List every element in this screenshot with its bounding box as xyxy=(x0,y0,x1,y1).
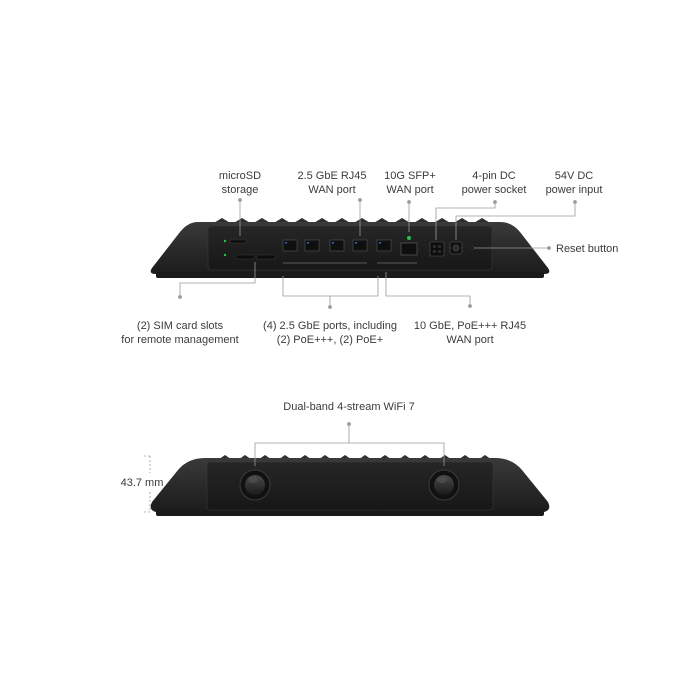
front-view-device xyxy=(150,455,550,516)
dc-socket xyxy=(429,241,445,257)
antenna-connector-left xyxy=(239,469,271,501)
sfp-port xyxy=(400,242,418,256)
antenna-connector-right xyxy=(428,469,460,501)
label-rj45-wan: 2.5 GbE RJ45 WAN port xyxy=(297,170,367,196)
leader-lines-bottom xyxy=(178,262,472,309)
rj45-ports xyxy=(282,239,392,252)
label-sfp-wan: 10G SFP+ WAN port xyxy=(384,170,436,196)
label-lan-ports: (4) 2.5 GbE ports, including (2) PoE+++,… xyxy=(263,320,397,346)
label-dc-socket: 4-pin DC power socket xyxy=(461,170,527,196)
label-dc-input: 54V DC power input xyxy=(545,170,603,196)
label-reset: Reset button xyxy=(556,243,619,255)
rear-view-device xyxy=(150,218,550,278)
microsd-slot xyxy=(229,239,247,244)
front-panel xyxy=(206,461,494,511)
reset-hole xyxy=(470,246,474,250)
sim-slot xyxy=(235,254,255,260)
height-dimension xyxy=(144,455,152,513)
label-microsd: microSD storage xyxy=(218,170,262,196)
leader-lines-antenna xyxy=(254,422,445,466)
label-sim: (2) SIM card slots for remote management xyxy=(121,320,239,346)
label-wifi: Dual-band 4-stream WiFi 7 xyxy=(283,401,415,413)
sim-slot xyxy=(256,254,276,260)
label-poe-wan: 10 GbE, PoE+++ RJ45 WAN port xyxy=(413,320,527,346)
label-height: 43.7 mm xyxy=(120,477,164,489)
leader-lines-top xyxy=(238,198,577,250)
